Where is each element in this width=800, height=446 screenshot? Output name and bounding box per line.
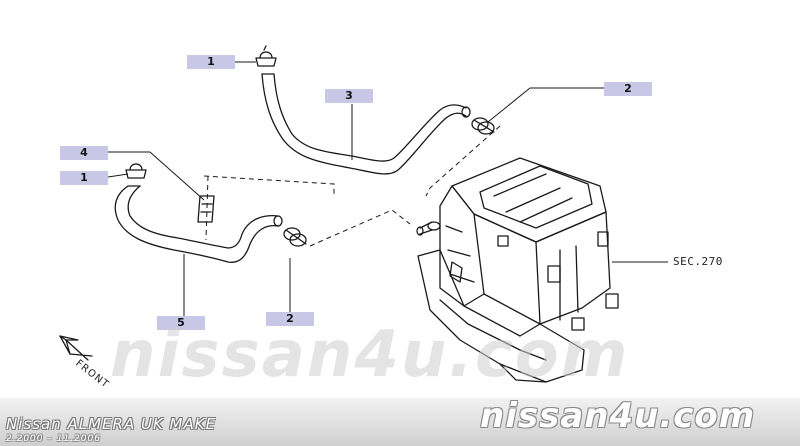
- hose-lower-part-5: [114, 185, 283, 263]
- callout-part-1-left: 1: [60, 171, 108, 185]
- callout-part-2-bottom: 2: [266, 312, 314, 326]
- clip-part-1-left: [125, 163, 147, 179]
- footer-years: 2.2000 – 11.2006: [6, 434, 101, 444]
- clip-part-1-top: [255, 45, 277, 67]
- section-reference: SEC.270: [673, 255, 723, 268]
- watermark-footer: nissan4u.com: [480, 396, 756, 436]
- callout-part-2-top: 2: [604, 82, 652, 96]
- footer-band: [0, 398, 800, 446]
- front-arrow-icon: [59, 335, 93, 361]
- heater-unit: [416, 157, 619, 383]
- callout-part-1-top: 1: [187, 55, 235, 69]
- clamp-part-2-top: [471, 117, 495, 135]
- watermark-center: nissan4u.com: [110, 318, 630, 392]
- holder-part-4: [197, 195, 215, 223]
- callout-part-4: 4: [60, 146, 108, 160]
- callout-part-5: 5: [157, 316, 205, 330]
- footer-model-title: Nissan ALMERA UK MAKE: [6, 415, 217, 433]
- clamp-part-2-bottom: [283, 227, 307, 247]
- hose-upper-part-3: [261, 73, 471, 175]
- callout-part-3: 3: [325, 89, 373, 103]
